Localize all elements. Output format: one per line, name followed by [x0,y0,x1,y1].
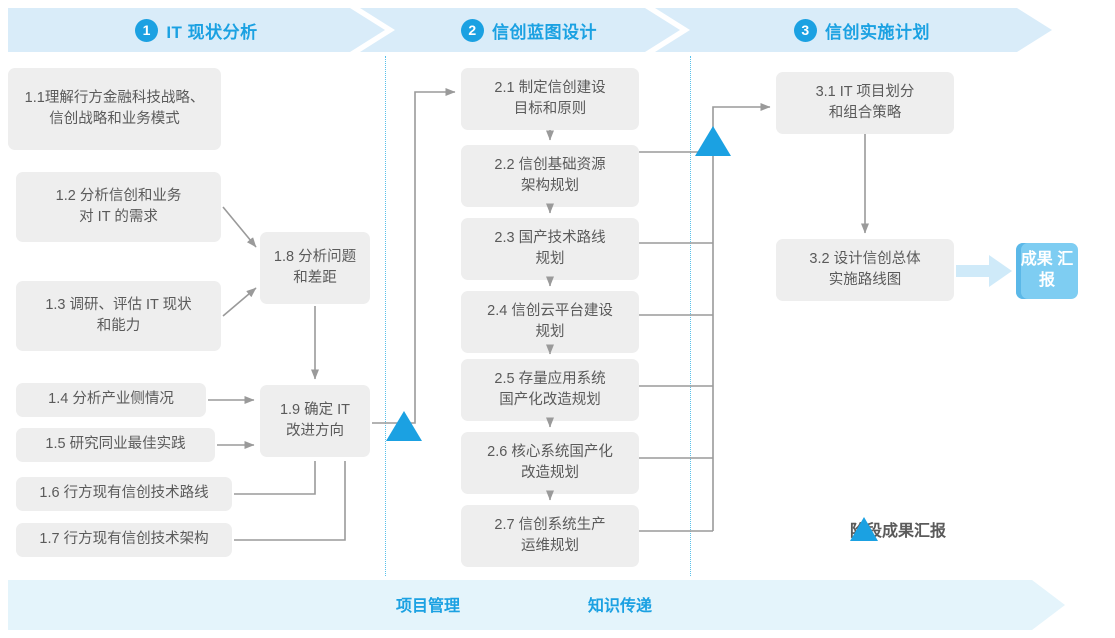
node-2-5-line2: 国产化改造规划 [499,392,601,408]
node-2-4-line2: 规划 [535,324,565,340]
node-3-2-line1: 3.2 设计信创总体 [809,250,921,267]
node-3-1[interactable]: 3.1 IT 项目划分 和组合策略 [776,72,954,134]
node-2-1-line2: 目标和原则 [513,101,587,117]
node-2-6-line2: 改造规划 [521,465,579,481]
node-1-2-line1: 1.2 分析信创和业务 [55,187,182,204]
node-1-1-line2: 信创战略和业务模式 [49,111,180,127]
node-1-2[interactable]: 1.2 分析信创和业务 对 IT 的需求 [16,172,221,242]
edge-1-6-to-1-9 [234,461,316,495]
node-1-8[interactable]: 1.8 分析问题 和差距 [260,232,370,304]
result-badge-line1: 成果 [1020,251,1053,269]
node-1-3[interactable]: 1.3 调研、评估 IT 现状 和能力 [16,281,221,351]
phase-banner: 1 IT 现状分析 2 信创蓝图设计 3 信创实施计划 [0,0,1115,52]
footer-band-shape [8,580,1065,630]
swimlane-divider-2 [690,56,691,576]
phase-3[interactable]: 3 信创实施计划 [672,8,1052,52]
node-1-6[interactable]: 1.6 行方现有信创技术路线 [16,477,232,511]
node-1-7-line1: 1.7 行方现有信创技术架构 [39,531,209,548]
node-2-7-line2: 运维规划 [521,538,579,554]
node-2-4-line1: 2.4 信创云平台建设 [487,302,613,319]
node-1-8-line1: 1.8 分析问题 [273,248,357,265]
node-1-8-line2: 和差距 [293,270,337,286]
phase-2-shape [360,8,680,52]
node-1-1[interactable]: 1.1理解行方金融科技战略、 信创战略和业务模式 [8,68,221,150]
node-2-3-line1: 2.3 国产技术路线 [494,229,606,246]
phase-3-label: 3 信创实施计划 [794,18,930,43]
swimlane-divider-1 [385,56,386,576]
node-2-6[interactable]: 2.6 核心系统国产化 改造规划 [461,432,639,494]
phase-3-title: 信创实施计划 [825,22,930,42]
node-1-9-line1: 1.9 确定 IT [279,401,351,418]
node-2-3[interactable]: 2.3 国产技术路线 规划 [461,218,639,280]
node-1-3-line1: 1.3 调研、评估 IT 现状 [45,296,192,313]
node-1-6-line1: 1.6 行方现有信创技术路线 [39,485,209,502]
node-2-6-line1: 2.6 核心系统国产化 [487,443,613,460]
node-1-7[interactable]: 1.7 行方现有信创技术架构 [16,523,232,557]
edge-1-7-to-1-9 [234,461,346,541]
node-2-4[interactable]: 2.4 信创云平台建设 规划 [461,291,639,353]
phase-1-number: 1 [135,18,159,42]
node-2-5-line1: 2.5 存量应用系统 [494,370,606,387]
phase-2[interactable]: 2 信创蓝图设计 [378,8,680,52]
result-badge[interactable]: 成果 汇报 [1016,243,1078,299]
node-1-5-line1: 1.5 研究同业最佳实践 [45,436,186,453]
node-3-2[interactable]: 3.2 设计信创总体 实施路线图 [776,239,954,301]
node-3-2-line2: 实施路线图 [828,272,902,288]
footer-label-knowledge-transfer: 知识传递 [588,598,653,615]
node-1-2-line2: 对 IT 的需求 [79,209,158,225]
node-1-1-line1: 1.1理解行方金融科技战略、 [24,89,205,106]
phase-2-number: 2 [461,18,484,42]
legend: 阶段成果汇报 [850,517,946,541]
node-3-1-line2: 和组合策略 [828,105,902,121]
result-badge-line2: 汇报 [1038,251,1074,289]
node-2-1[interactable]: 2.1 制定信创建设 目标和原则 [461,68,639,130]
node-2-3-line2: 规划 [535,251,565,267]
milestone-triangle-stage2 [695,126,731,156]
node-2-2[interactable]: 2.2 信创基础资源 架构规划 [461,145,639,207]
phase-3-shape [655,8,1052,52]
footer-label-project-management: 项目管理 [396,598,461,615]
phase-1[interactable]: 1 IT 现状分析 [8,8,385,52]
node-2-5[interactable]: 2.5 存量应用系统 国产化改造规划 [461,359,639,421]
phase-2-label: 2 信创蓝图设计 [461,18,597,43]
node-2-7-line1: 2.7 信创系统生产 [494,516,606,533]
phase-banner-shapes [8,8,1052,52]
milestone-triangle-stage1 [386,411,422,441]
node-2-1-line1: 2.1 制定信创建设 [494,79,606,96]
phase-1-label: 1 IT 现状分析 [135,18,257,43]
node-1-3-line2: 和能力 [96,318,141,334]
edge-1-3-to-1-8 [222,287,257,317]
edge-1-2-to-1-8 [222,206,257,248]
node-1-5[interactable]: 1.5 研究同业最佳实践 [16,428,215,462]
node-3-1-line1: 3.1 IT 项目划分 [815,83,915,100]
phase-1-shape [8,8,385,52]
phase-2-title: 信创蓝图设计 [492,22,597,42]
node-2-7[interactable]: 2.7 信创系统生产 运维规划 [461,505,639,567]
phase-3-number: 3 [794,18,817,42]
footer-band: 项目管理 知识传递 [0,578,1115,632]
node-1-4-line1: 1.4 分析产业侧情况 [48,391,174,408]
result-arrow-icon [956,255,1012,287]
node-2-2-line1: 2.2 信创基础资源 [494,156,606,173]
node-1-9[interactable]: 1.9 确定 IT 改进方向 [260,385,370,457]
edge-bus-to-3-1 [712,103,771,531]
node-1-9-line2: 改进方向 [285,423,344,439]
phase-1-title: IT 现状分析 [166,22,258,42]
node-1-4[interactable]: 1.4 分析产业侧情况 [16,383,206,417]
node-2-2-line2: 架构规划 [521,178,579,194]
triangle-icon [850,517,878,541]
